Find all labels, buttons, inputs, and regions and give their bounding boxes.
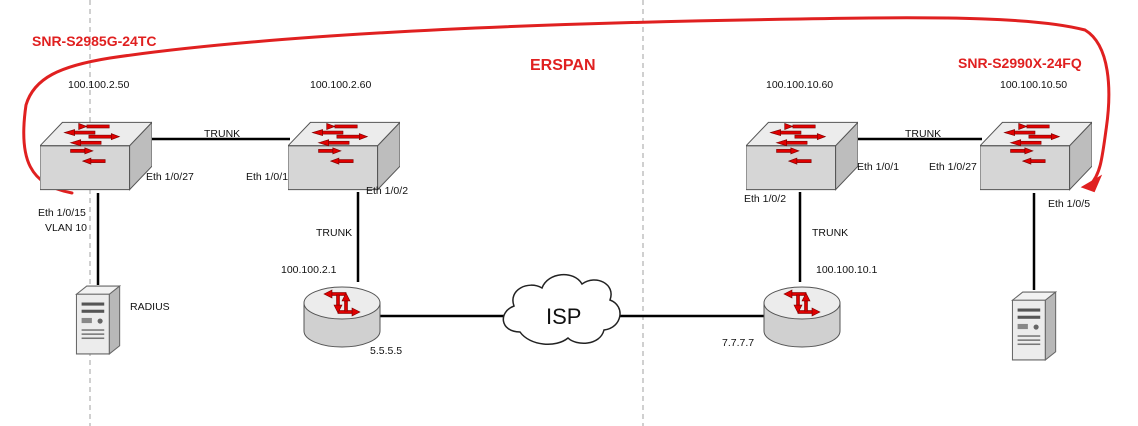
right-access-switch-ip: 100.100.10.50 <box>1000 79 1067 91</box>
left-core-switch-icon <box>288 121 400 191</box>
right-trunk-horizontal-label: TRUNK <box>905 128 941 140</box>
right-access-uplink-port: Eth 1/0/27 <box>929 161 977 173</box>
left-router-ip: 100.100.2.1 <box>281 264 337 276</box>
right-router-icon <box>763 286 841 348</box>
left-core-switch-ip: 100.100.2.60 <box>310 79 371 91</box>
left-trunk-horizontal-label: TRUNK <box>204 128 240 140</box>
isp-cloud-icon <box>502 274 621 345</box>
right-trunk-vertical-label: TRUNK <box>812 227 848 239</box>
right-server-icon <box>1011 291 1057 361</box>
right-core-switch-icon <box>746 121 858 191</box>
left-core-router-port: Eth 1/0/2 <box>366 185 408 197</box>
left-access-uplink-port: Eth 1/0/27 <box>146 171 194 183</box>
isp-label: ISP <box>546 304 581 329</box>
right-access-switch-icon <box>980 121 1092 191</box>
left-access-switch-icon <box>40 121 152 191</box>
right-access-host-port: Eth 1/0/5 <box>1048 198 1090 210</box>
right-core-switch-ip: 100.100.10.60 <box>766 79 833 91</box>
left-core-down-port: Eth 1/0/1 <box>246 171 288 183</box>
left-trunk-vertical-label: TRUNK <box>316 227 352 239</box>
right-switch-model: SNR-S2990X-24FQ <box>958 55 1082 71</box>
left-router-icon <box>303 286 381 348</box>
erspan-arrowhead <box>1080 174 1103 193</box>
left-switch-model: SNR-S2985G-24TC <box>32 33 157 49</box>
left-access-switch-ip: 100.100.2.50 <box>68 79 129 91</box>
right-router-wan-ip: 7.7.7.7 <box>722 337 754 349</box>
radius-server-icon <box>75 285 121 355</box>
radius-server-label: RADIUS <box>130 301 170 313</box>
right-core-access-port: Eth 1/0/1 <box>857 161 899 173</box>
right-router-ip: 100.100.10.1 <box>816 264 877 276</box>
erspan-path <box>22 16 1111 195</box>
right-core-router-port: Eth 1/0/2 <box>744 193 786 205</box>
left-access-host-port: Eth 1/0/15 <box>38 207 86 219</box>
left-access-vlan: VLAN 10 <box>45 222 87 234</box>
erspan-label: ERSPAN <box>530 57 596 74</box>
left-router-wan-ip: 5.5.5.5 <box>370 345 402 357</box>
